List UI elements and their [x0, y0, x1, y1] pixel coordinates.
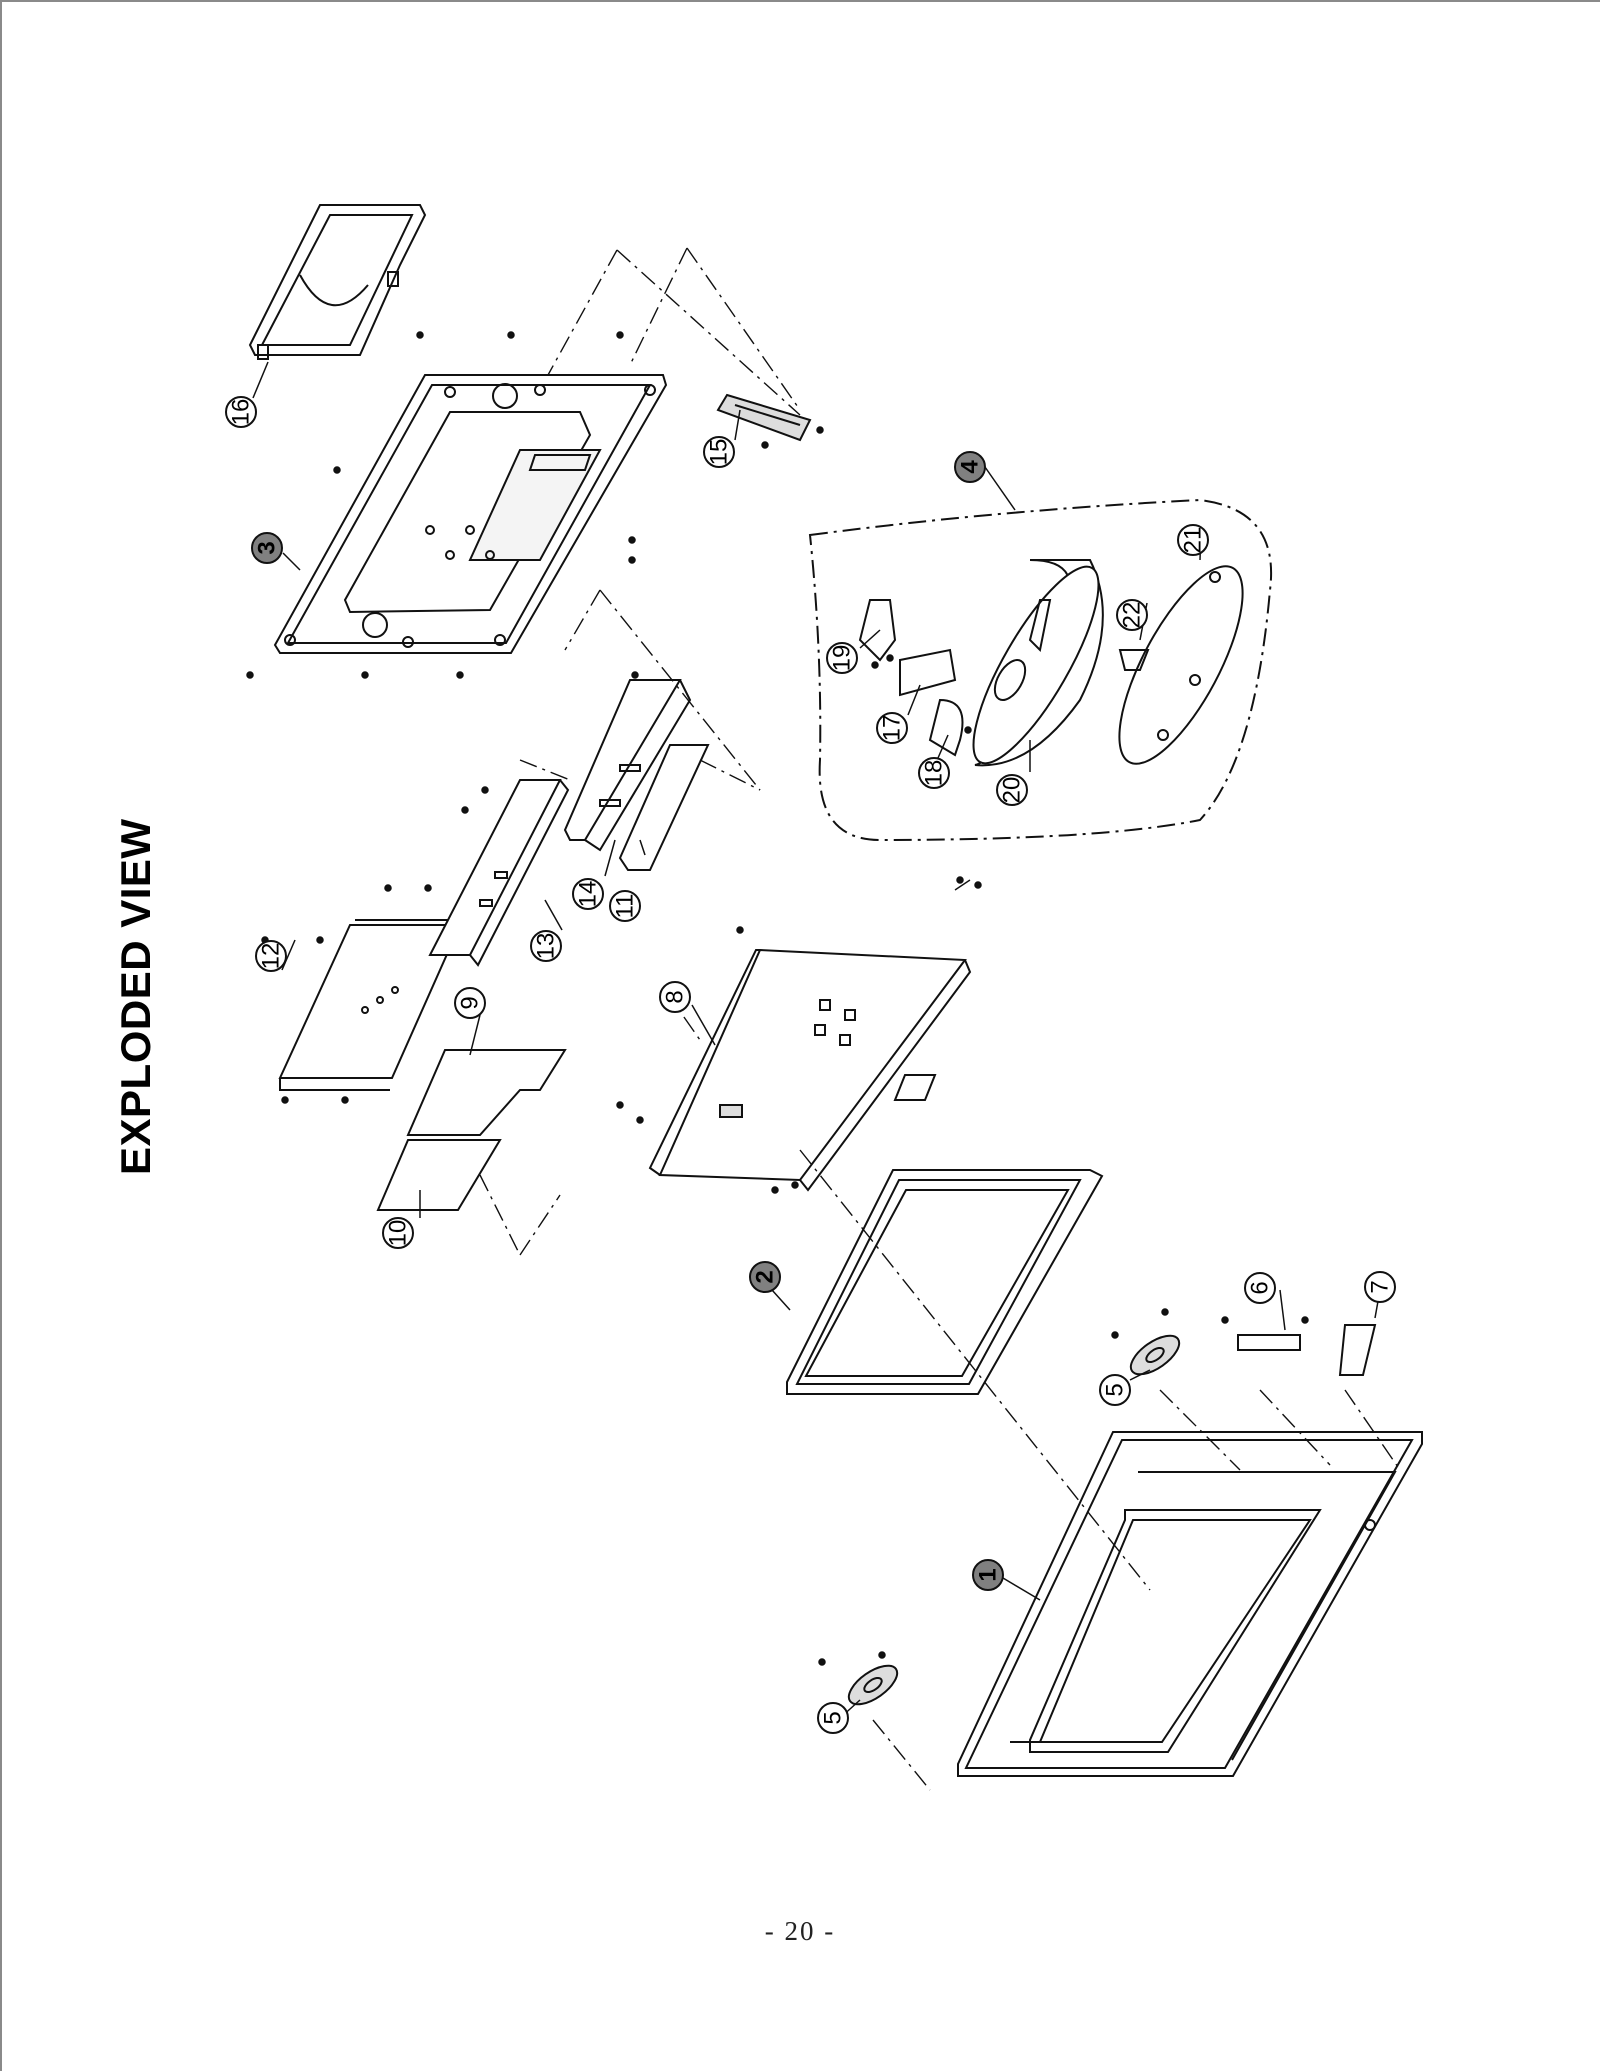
stand-cover-part [248, 204, 427, 360]
terminal-strip-part [716, 393, 812, 442]
callout-19: 19 [826, 642, 858, 674]
callout-1: 1 [972, 1559, 1004, 1591]
page-number: - 20 - [764, 1916, 836, 1946]
callout-label: 21 [1180, 527, 1207, 554]
callout-10: 10 [382, 1217, 414, 1249]
callout-21: 21 [1177, 524, 1209, 556]
callout-label: 5 [820, 1711, 847, 1724]
callout-label: 13 [533, 933, 560, 960]
callout-label: 5 [1102, 1383, 1129, 1396]
callout-label: 9 [457, 996, 484, 1009]
insulator-11-part [618, 744, 710, 871]
button-board-6-part [1237, 1334, 1301, 1351]
speaker-right-part [1129, 1334, 1181, 1376]
callout-9: 9 [454, 987, 486, 1019]
callout-label: 8 [662, 990, 689, 1003]
callout-17: 17 [876, 712, 908, 744]
callout-label: 11 [612, 894, 639, 919]
lcd-panel-part [786, 1169, 1104, 1395]
callout-label: 6 [1247, 1281, 1274, 1294]
bracket-13-part [428, 779, 570, 967]
callout-12: 12 [255, 940, 287, 972]
callout-3: 3 [251, 532, 283, 564]
led-board-7-part [1338, 1324, 1377, 1376]
callout-label: 16 [228, 399, 255, 426]
callout-18: 18 [918, 757, 950, 789]
callout-15: 15 [703, 436, 735, 468]
callout-label: 14 [575, 881, 602, 908]
insulator-sheet-9-part [406, 1049, 567, 1136]
main-chassis-part [648, 948, 972, 1192]
callout-5-right: 5 [1099, 1374, 1131, 1406]
callout-label: 20 [999, 777, 1026, 804]
callout-label: 12 [258, 943, 285, 970]
callout-13: 13 [530, 930, 562, 962]
callout-4: 4 [954, 451, 986, 483]
guide-lines [479, 247, 1401, 1791]
callout-label: 2 [752, 1270, 779, 1283]
callout-6: 6 [1244, 1272, 1276, 1304]
callout-label: 4 [957, 460, 984, 474]
callout-11: 11 [609, 890, 641, 922]
callout-2: 2 [749, 1261, 781, 1293]
callout-label: 10 [385, 1220, 412, 1247]
back-cover-part [273, 374, 668, 654]
callout-label: 22 [1119, 602, 1146, 629]
callout-label: 15 [706, 439, 733, 466]
screws [246, 331, 1309, 1666]
callout-label: 18 [921, 760, 948, 787]
callout-5-left: 5 [817, 1702, 849, 1734]
screw-group [246, 331, 1309, 1666]
insulator-sheet-10-part [376, 1139, 502, 1211]
shield-plate-part [278, 919, 463, 1091]
callout-label: 3 [254, 541, 281, 554]
stand-boundary-outline [808, 498, 1273, 842]
speaker-left-part [847, 1664, 899, 1706]
stand-assembly-part [858, 559, 1244, 767]
callout-20: 20 [996, 774, 1028, 806]
callout-8: 8 [659, 981, 691, 1013]
callout-14: 14 [572, 878, 604, 910]
callout-7: 7 [1364, 1271, 1396, 1303]
callout-label: 19 [829, 645, 856, 672]
callout-16: 16 [225, 396, 257, 428]
callout-label: 7 [1367, 1280, 1394, 1293]
front-bezel-part [957, 1431, 1423, 1777]
callout-22: 22 [1116, 599, 1148, 631]
callout-label: 1 [975, 1568, 1002, 1581]
callout-label: 17 [879, 715, 906, 742]
